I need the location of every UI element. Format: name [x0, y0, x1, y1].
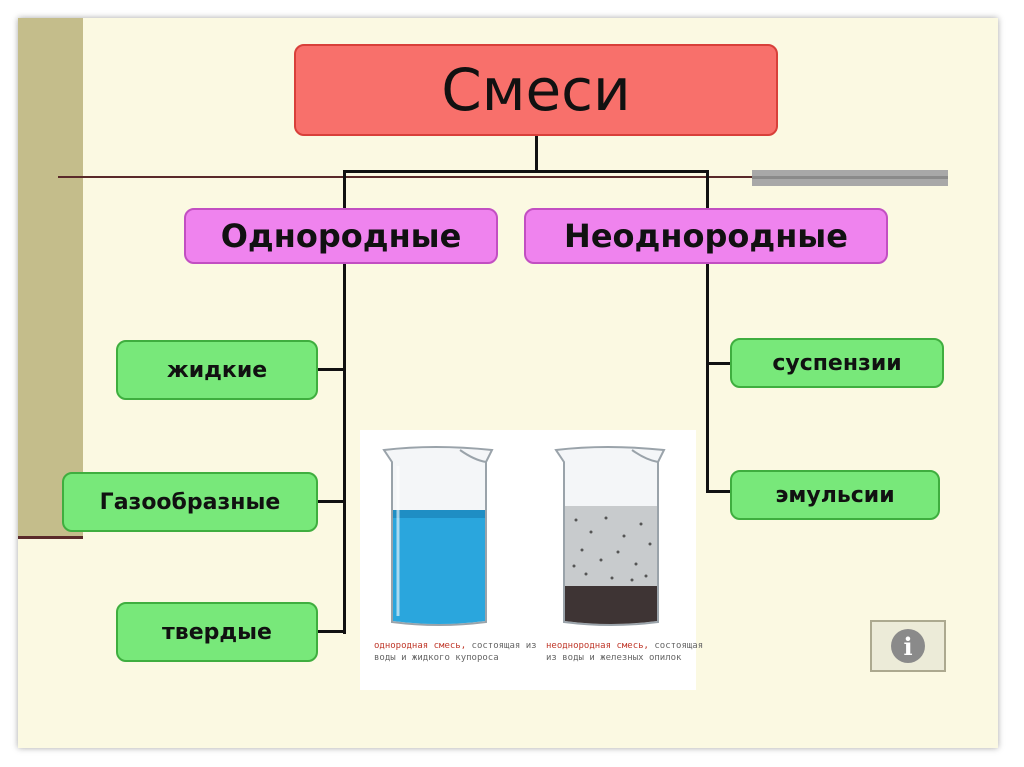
connector-right-drop	[706, 170, 709, 210]
caption-heterogeneous-text: состоящая из воды и железных опилок	[546, 641, 704, 663]
caption-heterogeneous-highlight: неоднородная смесь,	[546, 641, 649, 651]
decorative-side-bar	[18, 18, 83, 538]
connector-right-tick-2	[706, 490, 732, 493]
decorative-grey-bar	[752, 170, 948, 186]
connector-left-trunk	[343, 264, 346, 634]
slide: Смеси Однородные Неоднородные жидкие Газ…	[18, 18, 998, 748]
connector-left-tick-2	[318, 500, 344, 503]
beaker-heterogeneous-image	[554, 446, 666, 626]
item-gaseous: Газообразные	[62, 472, 318, 532]
connector-right-tick-1	[706, 362, 732, 365]
caption-homogeneous-text: состоящая из воды и жидкого купороса	[374, 641, 537, 663]
connector-right-trunk	[706, 264, 709, 492]
connector-left-tick-3	[318, 630, 344, 633]
beaker-homogeneous-image	[382, 446, 494, 626]
connector-branch-horizontal	[343, 170, 709, 173]
category-homogeneous: Однородные	[184, 208, 498, 264]
decorative-side-line	[18, 536, 83, 539]
caption-heterogeneous: неоднородная смесь, состоящая из воды и …	[546, 640, 711, 664]
caption-homogeneous: однородная смесь, состоящая из воды и жи…	[374, 640, 539, 664]
item-liquid: жидкие	[116, 340, 318, 400]
caption-homogeneous-highlight: однородная смесь,	[374, 641, 467, 651]
info-button[interactable]: i	[870, 620, 946, 672]
info-icon: i	[891, 629, 925, 663]
item-emulsions: эмульсии	[730, 470, 940, 520]
connector-root-stem	[535, 136, 538, 172]
root-node: Смеси	[294, 44, 778, 136]
item-suspensions: суспензии	[730, 338, 944, 388]
category-heterogeneous: Неоднородные	[524, 208, 888, 264]
item-solid: твердые	[116, 602, 318, 662]
connector-left-drop	[343, 170, 346, 210]
decorative-horizontal-line	[58, 176, 758, 178]
connector-left-tick-1	[318, 368, 344, 371]
beakers-photo: однородная смесь, состоящая из воды и жи…	[360, 430, 703, 690]
